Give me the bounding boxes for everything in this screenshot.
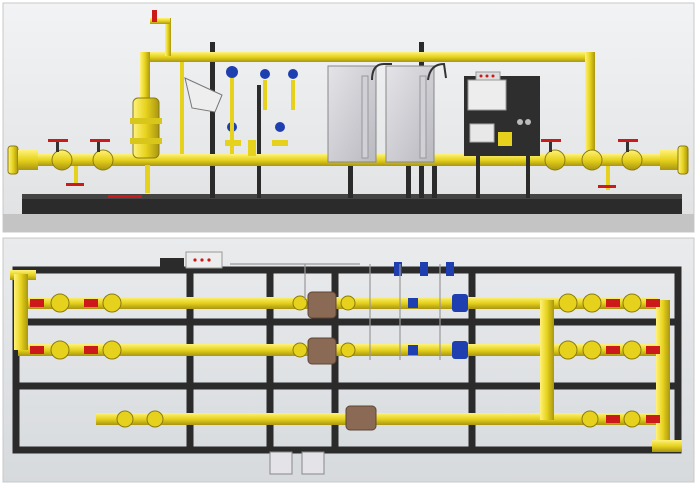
plan-background xyxy=(2,237,695,483)
instrument-valves xyxy=(225,66,298,156)
heater-cabinets xyxy=(327,62,447,163)
plan-filter-boxes xyxy=(307,291,377,431)
plan-junction-boxes xyxy=(269,451,325,475)
plan-instrument-lines xyxy=(230,263,441,360)
top-plan-view xyxy=(2,237,695,483)
outlet-flange xyxy=(660,145,689,175)
plan-valve-handles xyxy=(30,299,660,423)
plan-electrical-box xyxy=(160,251,223,269)
floor-slab xyxy=(3,214,694,232)
base-frame xyxy=(22,198,682,214)
control-cabinet xyxy=(464,71,540,198)
plan-regulators xyxy=(394,262,468,359)
bypass-pipe xyxy=(140,52,595,62)
vent-line xyxy=(165,18,171,56)
inlet-flange xyxy=(7,145,38,175)
filter-regulator xyxy=(108,97,162,198)
outlet-valves xyxy=(541,139,643,190)
plan-flanges xyxy=(50,293,642,428)
inlet-valves xyxy=(48,139,114,186)
side-elevation-view xyxy=(2,2,695,233)
separator-vessel xyxy=(184,77,223,113)
